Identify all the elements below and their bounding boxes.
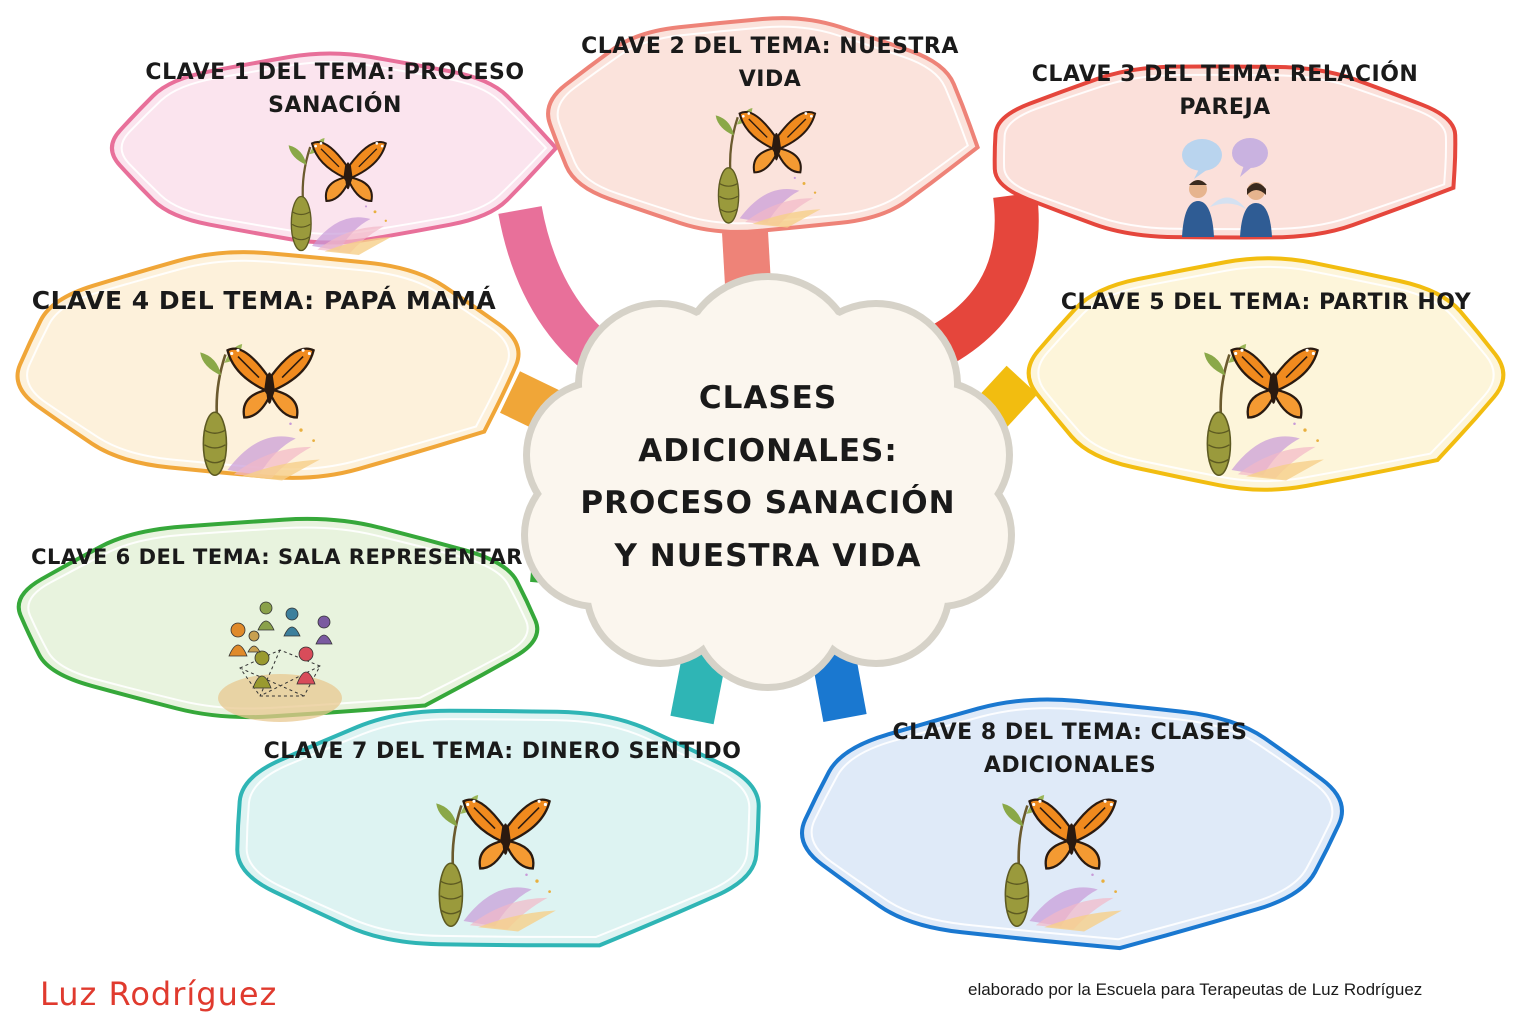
clave-6-title-line: CLAVE 6 DEL TEMA: SALA REPRESENTAR: [31, 545, 523, 569]
clave-6-title: CLAVE 6 DEL TEMA: SALA REPRESENTAR: [12, 542, 542, 574]
clave-6-node[interactable]: [16, 516, 540, 720]
clave-5-title: CLAVE 5 DEL TEMA: PARTIR HOY: [1036, 286, 1496, 319]
center-title-line: ADICIONALES:: [638, 432, 898, 469]
clave-2-title: CLAVE 2 DEL TEMA: NUESTRA VIDA: [560, 30, 980, 96]
clave-1-node[interactable]: [109, 51, 559, 245]
clave-8-inner-outline: [810, 707, 1334, 941]
clave-4-title-line: CLAVE 4 DEL TEMA: PAPÁ MAMÁ: [31, 286, 497, 315]
clave-7-inner-outline: [245, 718, 751, 939]
clave-1-title-line: CLAVE 1 DEL TEMA: PROCESO: [145, 60, 525, 85]
clave-7-title: CLAVE 7 DEL TEMA: DINERO SENTIDO: [230, 735, 775, 768]
clave-1-inner-outline: [120, 61, 548, 235]
clave-1-title-line: SANACIÓN: [268, 93, 402, 118]
center-title-line: PROCESO SANACIÓN: [580, 485, 956, 522]
clave-3-node[interactable]: [992, 64, 1458, 240]
clave-1-title: CLAVE 1 DEL TEMA: PROCESO SANACIÓN: [130, 56, 540, 122]
clave-2-title-line: VIDA: [738, 67, 802, 92]
clave-5-title-line: CLAVE 5 DEL TEMA: PARTIR HOY: [1060, 290, 1472, 315]
credit-text: elaborado por la Escuela para Terapeutas…: [968, 980, 1423, 999]
clave-4-title: CLAVE 4 DEL TEMA: PAPÁ MAMÁ: [14, 282, 514, 320]
clave-1-shape: [109, 51, 559, 245]
clave-8-title-line: ADICIONALES: [983, 753, 1157, 778]
clave-5-inner-outline: [1037, 265, 1495, 483]
clave-8-title: CLAVE 8 DEL TEMA: CLASES ADICIONALES: [860, 716, 1280, 782]
clave-4-shape: [15, 250, 521, 480]
cloud-puff: [598, 300, 938, 640]
clave-3-shape: [992, 64, 1458, 240]
clave-7-title-line: CLAVE 7 DEL TEMA: DINERO SENTIDO: [263, 739, 742, 764]
clave-3-title-line: PAREJA: [1179, 95, 1271, 120]
author-signature: Luz Rodríguez: [40, 975, 278, 1013]
clave-6-shape: [16, 516, 540, 720]
clave-8-title-line: CLAVE 8 DEL TEMA: CLASES: [892, 720, 1248, 745]
clave-2-inner-outline: [556, 25, 969, 225]
center-title-line: CLASES: [698, 380, 838, 416]
clave-2-title-line: CLAVE 2 DEL TEMA: NUESTRA: [581, 34, 959, 59]
clave-6-inner-outline: [27, 526, 529, 710]
center-topic-cloud[interactable]: [521, 273, 1015, 691]
clave-3-title: CLAVE 3 DEL TEMA: RELACIÓN PAREJA: [1010, 58, 1440, 124]
center-topic-title: CLASES ADICIONALES: PROCESO SANACIÓN Y N…: [556, 372, 980, 583]
clave-3-title-line: CLAVE 3 DEL TEMA: RELACIÓN: [1031, 62, 1419, 87]
clave-3-inner-outline: [1002, 73, 1448, 231]
center-title-line: Y NUESTRA VIDA: [614, 538, 922, 575]
